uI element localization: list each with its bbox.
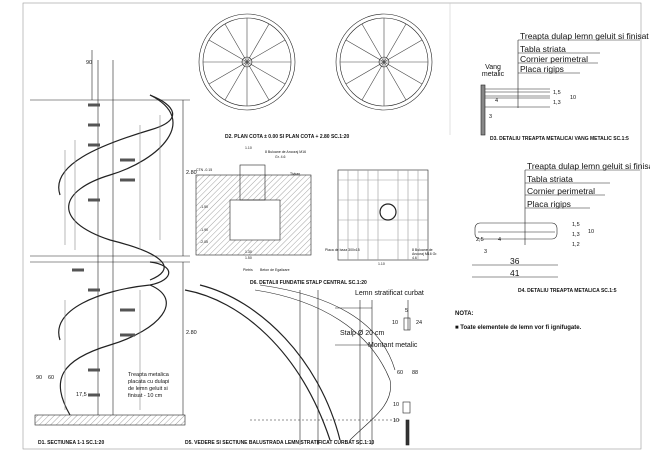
- d6-label: Placa de baza 300x15: [325, 248, 360, 252]
- d6-foundation: [195, 164, 429, 261]
- plan-0: [198, 13, 296, 111]
- d1-dim: 2.80: [186, 330, 197, 336]
- d5-label-montant: Montant metalic: [368, 342, 418, 349]
- d6-label: 8 Buloane de Ancoraj M16: [265, 150, 307, 154]
- d4-dim-36: 36: [510, 256, 520, 266]
- d4-dim: 3: [484, 249, 488, 255]
- nota-item: ■ Toate elementele de lemn vor fi ignifu…: [455, 325, 581, 331]
- d6-dim: 1.10: [245, 146, 252, 150]
- d4-layer-label: Treapta dulap lemn geluit si finisat: [527, 161, 650, 171]
- d3-dim: 3: [489, 114, 493, 120]
- d4-dim: 1,5: [572, 222, 580, 228]
- d4-layer-label: Placa rigips: [527, 199, 571, 209]
- d1-note-line: de lemn geluit si: [128, 386, 168, 392]
- d4-layer-label: Cornier perimetral: [527, 186, 596, 196]
- d1-dim: 60: [48, 375, 55, 381]
- plan-280: [335, 13, 433, 111]
- d4-dim: 4: [498, 237, 502, 243]
- caption-d3: D3. DETALIU TREAPTA METALICA/ VANG METAL…: [490, 136, 629, 142]
- sheet-frame: [22, 2, 642, 450]
- caption-d5: D5. VEDERE SI SECTIUNE BALUSTRADA LEMN S…: [185, 440, 375, 446]
- d5-label-stalp: Stalp Ø 20 cm: [340, 330, 385, 337]
- d1-note-line: Treapta metalica: [128, 372, 169, 378]
- d3-layer-label: Tabla striata: [520, 44, 566, 54]
- d1-note-line: placata cu dulapi: [128, 379, 170, 385]
- caption-d1: D1. SECTIUNEA 1-1 SC.1:20: [38, 440, 105, 446]
- d4-dim: 1,2: [572, 242, 580, 248]
- d5-dim: 10: [392, 320, 399, 326]
- d4-detail: [472, 169, 640, 278]
- nota-item-text: Toate elementele de lemn vor fi ignifuga…: [460, 325, 582, 331]
- d5-dim: 10: [393, 418, 400, 424]
- d3-dim: 10: [570, 95, 577, 101]
- d5-dim: 88: [412, 370, 419, 376]
- d6-dim: 1.50: [245, 256, 252, 260]
- d6-dim: -2.05: [200, 240, 208, 244]
- d5-dim: 60: [397, 370, 404, 376]
- d6-dim: -1.90: [200, 228, 208, 232]
- d2-plans: [198, 13, 433, 111]
- caption-d2: D2. PLAN COTA ± 0.00 SI PLAN COTA + 2.80…: [225, 134, 350, 140]
- d5-dim: 5: [405, 308, 409, 314]
- d4-dim-41: 41: [510, 268, 520, 278]
- d3-dim: 1,3: [553, 100, 561, 106]
- d6-label: Beton de Egalizare: [260, 268, 290, 272]
- d4-layer-label: Tabla striata: [527, 174, 573, 184]
- d3-layer-label: Cornier perimetral: [520, 54, 589, 64]
- d3-detail: [480, 39, 640, 136]
- d4-dim: 10: [588, 229, 595, 235]
- d6-dim: CTN -0.15: [196, 168, 213, 172]
- d1-dim: 90: [36, 375, 43, 381]
- d5-dim: 24: [416, 320, 423, 326]
- d1-dim: 2.80: [186, 170, 197, 176]
- d5-balustrade: [184, 284, 411, 446]
- d4-dim: 1,3: [572, 232, 580, 238]
- d4-dim: 2,5: [476, 237, 484, 243]
- d1-note-line: finisat - 10 cm: [128, 393, 163, 399]
- d6-label: Gr. 4.6: [275, 155, 286, 159]
- d6-dim: 1.10: [378, 262, 385, 266]
- bullet-icon: ■: [455, 325, 461, 331]
- d1-note: Treapta metalica placata cu dulapi de le…: [128, 372, 169, 400]
- d1-dim: 17,5: [76, 392, 87, 398]
- d3-layer-label: Treapta dulap lemn geluit si finisat: [520, 31, 649, 41]
- d1-stair-section: [30, 50, 190, 426]
- d1-dim: 90: [86, 60, 93, 66]
- d6-label: Tivkan: [290, 172, 301, 176]
- d3-dim: 1,5: [553, 90, 561, 96]
- d5-label-lemn: Lemn stratificat curbat: [355, 290, 424, 297]
- d3-vang-label: Vang metalic: [481, 64, 505, 78]
- d6-dim: 1.30: [245, 250, 252, 254]
- nota-title: NOTA:: [455, 311, 474, 317]
- d3-dim: 4: [495, 98, 499, 104]
- caption-d6: D6. DETALII FUNDATIE STALP CENTRAL SC.1:…: [250, 280, 367, 286]
- caption-d4: D4. DETALIU TREAPTA METALICA SC.1:5: [518, 288, 617, 294]
- d6-label: Pietris: [243, 268, 253, 272]
- d6-label: 8 Buloane de Ancoraj M16 Gr. 4.6: [412, 248, 438, 260]
- d5-dim: 10: [393, 402, 400, 408]
- d6-dim: -1.50: [200, 205, 208, 209]
- d3-layer-label: Placa rigips: [520, 64, 564, 74]
